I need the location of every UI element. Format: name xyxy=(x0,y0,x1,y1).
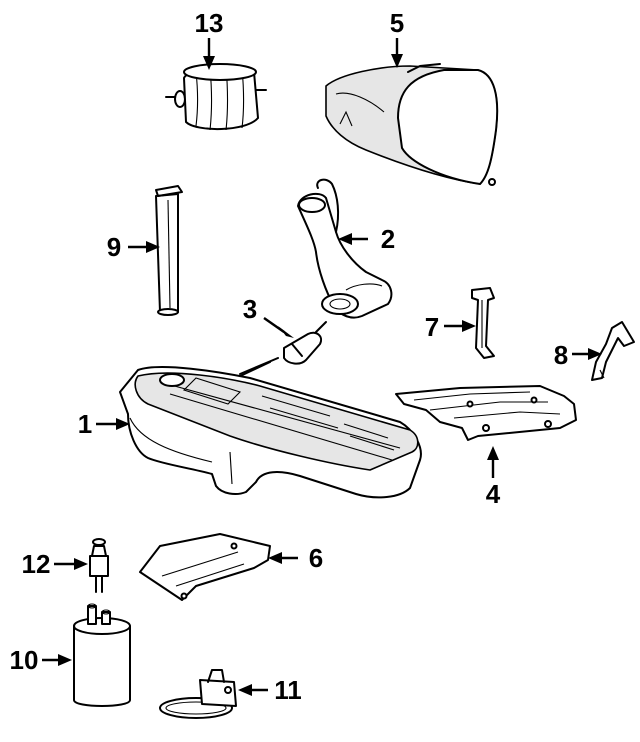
part-13-fuel-filter xyxy=(165,63,267,131)
callout-9: 9 xyxy=(107,232,121,262)
callout-12: 12 xyxy=(22,549,51,579)
callout-7: 7 xyxy=(425,312,439,342)
part-4-skid-plate xyxy=(395,385,577,441)
part-12-check-valve xyxy=(89,538,109,593)
part-11-canister-clamp xyxy=(159,669,237,719)
part-6-shield-plate xyxy=(139,533,271,601)
callout-numbers: 13 5 9 2 3 7 8 1 4 12 6 10 11 xyxy=(10,8,569,705)
callout-8: 8 xyxy=(554,340,568,370)
part-7-tank-strap-bracket xyxy=(471,287,495,359)
part-9-fuel-sending-unit xyxy=(155,185,183,316)
part-10-vapor-canister xyxy=(73,603,131,707)
callout-6: 6 xyxy=(309,543,323,573)
callout-5: 5 xyxy=(390,8,404,38)
callout-10: 10 xyxy=(10,645,39,675)
callout-11: 11 xyxy=(274,675,302,705)
part-3-filler-hose xyxy=(235,321,327,379)
callout-3: 3 xyxy=(243,294,257,324)
callout-1: 1 xyxy=(78,409,92,439)
leader-arrows xyxy=(42,38,602,696)
callout-4: 4 xyxy=(486,479,501,509)
part-8-bracket xyxy=(591,321,635,381)
part-5-heat-shield xyxy=(325,63,499,186)
callout-2: 2 xyxy=(381,224,395,254)
callout-13: 13 xyxy=(195,8,224,38)
part-2-filler-neck xyxy=(297,178,393,319)
part-1-fuel-tank xyxy=(119,366,422,499)
